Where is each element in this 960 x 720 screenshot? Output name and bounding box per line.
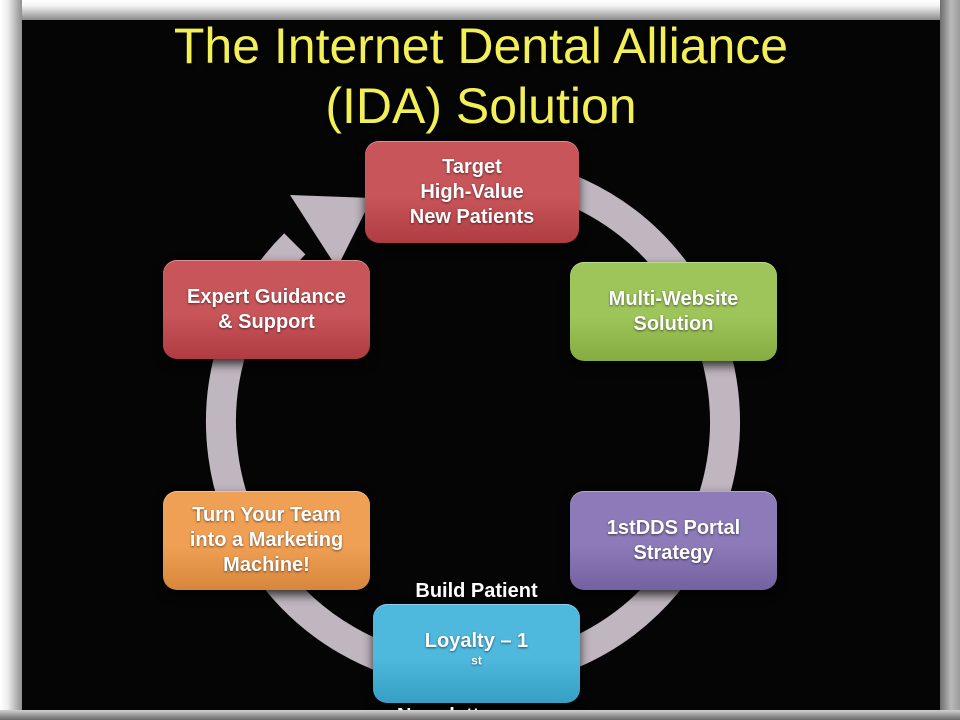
- cycle-node-label: Turn Your Team into a Marketing Machine!: [189, 504, 344, 576]
- cycle-node-label: Multi-Website Solution: [608, 287, 739, 335]
- cycle-node-label-line3: Newsletters.com: [383, 704, 570, 711]
- cycle-node-target-high-value-new-patients[interactable]: Target High-Value New Patients: [365, 141, 579, 243]
- frame-top-edge: [0, 0, 960, 20]
- cycle-node-label: Target High-Value New Patients: [409, 155, 535, 228]
- frame-left-edge: [0, 0, 22, 720]
- cycle-node-expert-guidance-support[interactable]: Expert Guidance & Support: [163, 260, 370, 359]
- frame-right-edge: [940, 0, 960, 720]
- cycle-node-label: 1stDDS Portal Strategy: [606, 516, 741, 564]
- cycle-node-label: Expert Guidance & Support: [187, 285, 346, 333]
- cycle-node-1stdds-portal-strategy[interactable]: 1stDDS Portal Strategy: [570, 491, 777, 590]
- frame-bottom-edge: [0, 710, 960, 720]
- cycle-arrowhead-icon: [290, 195, 372, 268]
- cycle-node-build-patient-loyalty[interactable]: Build Patient Loyalty – 1st Newsletters.…: [373, 580, 580, 710]
- cycle-node-multi-website-solution[interactable]: Multi-Website Solution: [570, 262, 777, 361]
- slide-canvas: The Internet Dental Alliance (IDA) Solut…: [22, 20, 940, 710]
- cycle-node-label-line1: Build Patient: [415, 579, 538, 602]
- cycle-node-turn-your-team-into-a-marketing-machine[interactable]: Turn Your Team into a Marketing Machine!: [163, 491, 370, 590]
- cycle-node-label-line2-text: Loyalty – 1: [424, 629, 529, 652]
- cycle-node-label-composed: Build Patient Loyalty – 1st Newsletters.…: [383, 554, 570, 711]
- cycle-node-label-ordinal-suffix: st: [471, 652, 482, 667]
- slide-title: The Internet Dental Alliance (IDA) Solut…: [173, 20, 789, 134]
